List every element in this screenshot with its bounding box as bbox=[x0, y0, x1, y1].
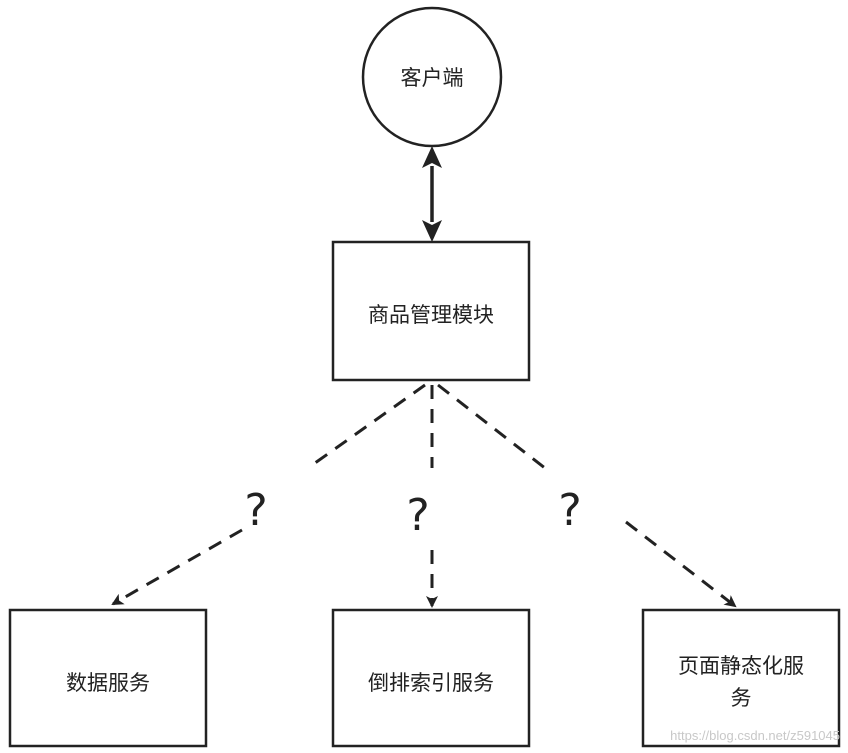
client-node: 客户端 bbox=[361, 6, 503, 148]
static-service-label-line1: 页面静态化服 bbox=[678, 654, 804, 678]
question-mark-right: ? bbox=[558, 485, 581, 536]
data-service-node: 数据服务 bbox=[8, 608, 208, 748]
question-mark-middle: ? bbox=[406, 490, 429, 541]
index-service-node: 倒排索引服务 bbox=[331, 608, 531, 748]
product-module-label: 商品管理模块 bbox=[368, 303, 494, 327]
static-service-label-line2: 务 bbox=[731, 686, 752, 710]
arrow-down-icon bbox=[422, 220, 442, 242]
arrow-up-icon bbox=[422, 146, 442, 168]
client-module-connector bbox=[422, 146, 442, 242]
client-label: 客户端 bbox=[401, 66, 464, 90]
edge-to-index-service: ? bbox=[406, 385, 438, 608]
product-module-node: 商品管理模块 bbox=[331, 240, 531, 382]
static-service-node: 页面静态化服 务 bbox=[641, 608, 841, 748]
edge-to-data-service: ? bbox=[111, 383, 426, 606]
data-service-label: 数据服务 bbox=[66, 671, 150, 695]
edge-to-static-service: ? bbox=[437, 383, 737, 608]
index-service-label: 倒排索引服务 bbox=[368, 671, 494, 695]
question-mark-left: ? bbox=[244, 485, 267, 536]
watermark-text: https://blog.csdn.net/z591045 bbox=[670, 728, 840, 743]
